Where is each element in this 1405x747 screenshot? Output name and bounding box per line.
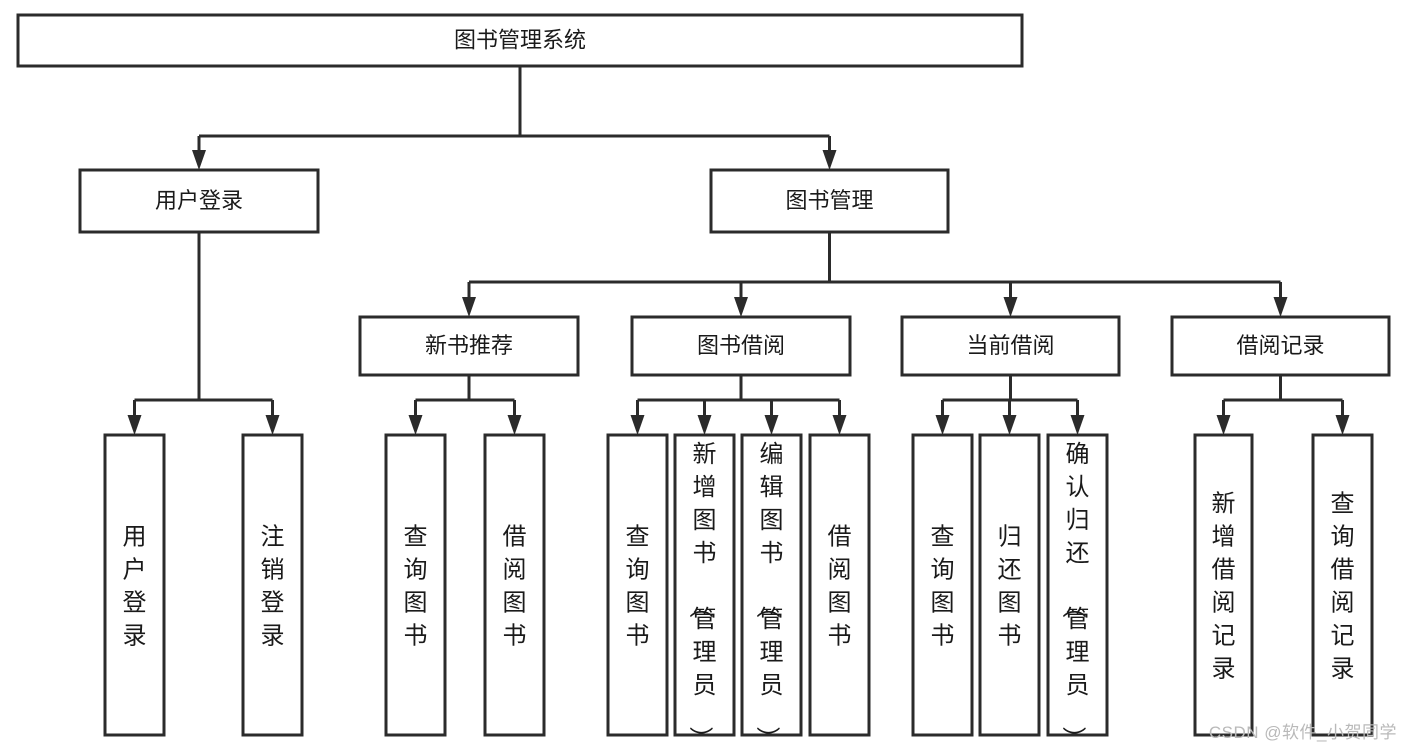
node-label: 查询图书: [626, 524, 650, 650]
node-box: [1311, 433, 1374, 737]
node-box: [606, 433, 669, 737]
node-box: [900, 315, 1121, 377]
node-label: 借阅图书: [503, 524, 527, 650]
node-leaf-query-book-rec[interactable]: 查询图书: [384, 433, 447, 737]
node-leaf-query-book-cb[interactable]: 查询图书: [911, 433, 974, 737]
node-layer: 图书管理系统用户登录图书管理新书推荐图书借阅当前借阅借阅记录用户登录注销登录查询…: [16, 13, 1391, 747]
node-label: 查询借阅记录: [1331, 491, 1355, 683]
node-leaf-logout[interactable]: 注销登录: [241, 433, 304, 737]
node-box: [1046, 433, 1109, 737]
node-label: 编辑图书（管理员）: [754, 441, 784, 747]
node-box: [673, 433, 736, 737]
node-box: [808, 433, 871, 737]
node-label: 注销登录: [261, 524, 285, 650]
node-label: 图书借阅: [697, 333, 785, 358]
node-leaf-return-book[interactable]: 归还图书: [978, 433, 1041, 737]
node-box: [16, 13, 1024, 68]
node-label: 新增图书（管理员）: [687, 441, 717, 747]
node-box: [709, 168, 950, 234]
node-leaf-query-record[interactable]: 查询借阅记录: [1311, 433, 1374, 737]
node-box: [911, 433, 974, 737]
node-leaf-query-book-bb[interactable]: 查询图书: [606, 433, 669, 737]
node-leaf-add-record[interactable]: 新增借阅记录: [1193, 433, 1254, 737]
node-current-borrow[interactable]: 当前借阅: [900, 315, 1121, 377]
node-user-login[interactable]: 用户登录: [78, 168, 320, 234]
node-box: [78, 168, 320, 234]
node-label: 用户登录: [123, 524, 147, 650]
node-new-book-rec[interactable]: 新书推荐: [358, 315, 580, 377]
node-box: [1193, 433, 1254, 737]
node-label: 借阅图书: [828, 524, 852, 650]
node-book-manage[interactable]: 图书管理: [709, 168, 950, 234]
node-label: 图书管理: [785, 188, 873, 213]
node-box: [241, 433, 304, 737]
node-label: 归还图书: [998, 524, 1022, 650]
node-label: 当前借阅: [966, 333, 1054, 358]
node-book-borrow[interactable]: 图书借阅: [630, 315, 852, 377]
node-box: [740, 433, 803, 737]
node-box: [384, 433, 447, 737]
node-borrow-record[interactable]: 借阅记录: [1170, 315, 1391, 377]
node-label: 确认归还（管理员）: [1060, 441, 1090, 747]
node-leaf-add-book[interactable]: 新增图书（管理员）: [673, 433, 736, 747]
node-leaf-borrow-book-rec[interactable]: 借阅图书: [483, 433, 546, 737]
node-label: 查询图书: [404, 524, 428, 650]
node-leaf-borrow-book-bb[interactable]: 借阅图书: [808, 433, 871, 737]
node-leaf-edit-book[interactable]: 编辑图书（管理员）: [740, 433, 803, 747]
node-label: 图书管理系统: [454, 27, 586, 52]
node-label: 新书推荐: [425, 333, 513, 358]
node-box: [1170, 315, 1391, 377]
node-box: [630, 315, 852, 377]
node-box: [103, 433, 166, 737]
node-leaf-confirm-return[interactable]: 确认归还（管理员）: [1046, 433, 1109, 747]
node-box: [483, 433, 546, 737]
connector-layer: [127, 66, 1350, 435]
node-leaf-user-login[interactable]: 用户登录: [103, 433, 166, 737]
node-label: 新增借阅记录: [1212, 491, 1236, 683]
node-label: 查询图书: [931, 524, 955, 650]
node-label: 借阅记录: [1236, 333, 1324, 358]
node-box: [978, 433, 1041, 737]
node-box: [358, 315, 580, 377]
node-root[interactable]: 图书管理系统: [16, 13, 1024, 68]
node-label: 用户登录: [155, 188, 243, 213]
